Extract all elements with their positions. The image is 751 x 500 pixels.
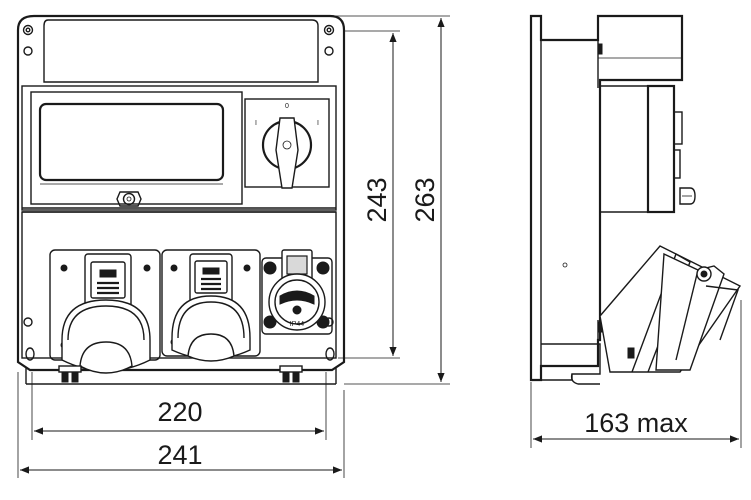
- dimension-label-163-max: 163 max: [584, 408, 688, 438]
- side-socket-flap: [599, 245, 742, 373]
- side-dimensions: 163 max: [530, 300, 742, 448]
- socket-panel: [21, 211, 337, 359]
- dimension-label-263: 263: [410, 177, 440, 222]
- dimension-label-241: 241: [157, 440, 202, 470]
- breaker-window-glass: [38, 102, 225, 182]
- rotary-switch: 0 I I: [244, 98, 330, 189]
- breaker-window: [30, 91, 243, 205]
- dimension-label-220: 220: [157, 397, 202, 427]
- side-device-box: [646, 84, 676, 214]
- switch-handle: [275, 117, 299, 189]
- side-view: [529, 14, 742, 385]
- front-view: 0 I I: [16, 14, 346, 385]
- socket-rating: IP44: [290, 321, 305, 328]
- switch-label-zero: 0: [285, 103, 289, 110]
- dimension-label-243: 243: [362, 177, 392, 222]
- socket-right: IP44: [261, 249, 333, 335]
- switch-label-left: I: [255, 120, 257, 127]
- side-body: [529, 14, 684, 382]
- front-dimensions: 243 263 220 241: [17, 15, 450, 478]
- window-latch-icon: [116, 191, 142, 207]
- top-cap: [43, 19, 319, 83]
- socket-middle: [161, 249, 261, 362]
- switch-label-right: I: [317, 120, 319, 127]
- socket-left: [49, 249, 161, 374]
- device-panel: [21, 85, 337, 211]
- enclosure-outline: [16, 14, 346, 372]
- cable-gland-icon: [58, 365, 303, 383]
